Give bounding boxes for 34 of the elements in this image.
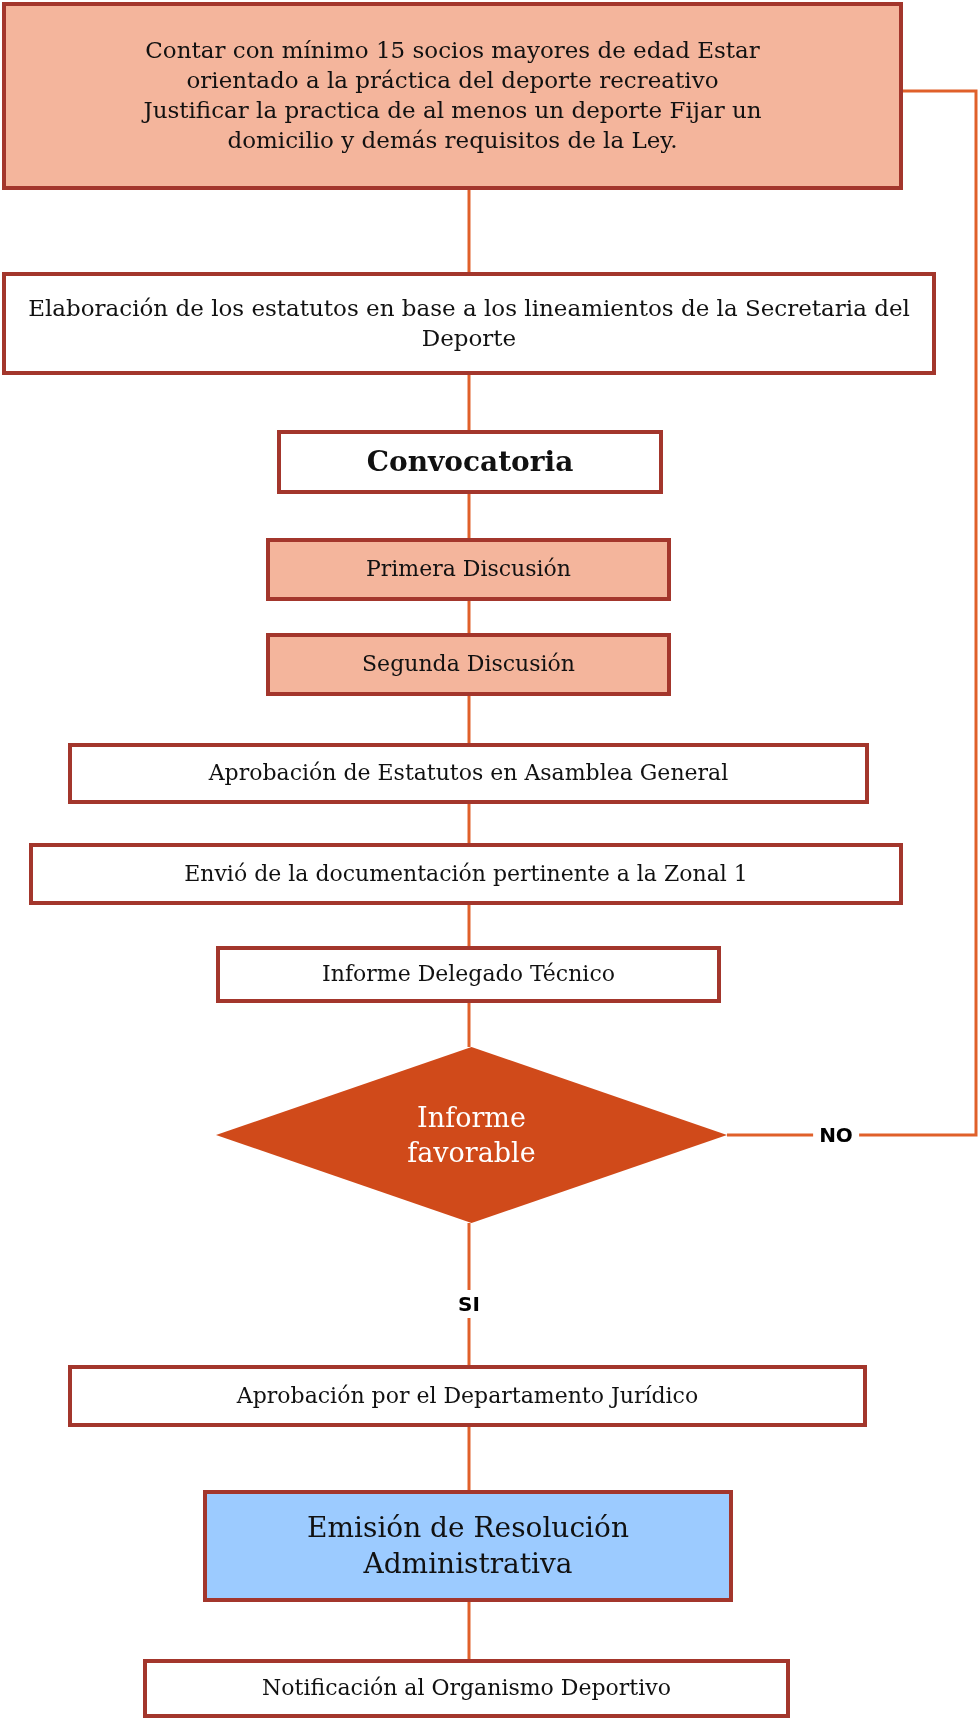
connector-line (467, 1427, 471, 1490)
step-text: Elaboración de los estatutos en base a los lineamientos de la Secretaria del Deporte (27, 293, 911, 353)
step-text: Contar con mínimo 15 socios mayores de edad Estar orientado a la práctica del deporte recreativo Justificar la practica de al menos un deporte Fijar un domicilio y demás requisitos de la Ley. (140, 36, 763, 155)
connector-line (467, 190, 471, 272)
connector-line (467, 494, 471, 538)
process-box (266, 538, 671, 601)
step-text: Primera Discusión (365, 555, 572, 584)
step-text: Aprobación de Estatutos en Asamblea General (208, 759, 729, 788)
process-box (277, 430, 663, 494)
step-text: Convocatoria (366, 443, 574, 480)
step-text: Informe Delegado Técnico (322, 960, 615, 989)
process-box (29, 843, 903, 905)
connector-line (467, 905, 471, 946)
step-text: Notificación al Organismo Deportivo (262, 1674, 671, 1703)
connector-line (467, 601, 471, 633)
step-text: Segunda Discusión (362, 650, 575, 679)
connector-line (467, 375, 471, 430)
connector-line (727, 89, 978, 1137)
connector-line (467, 1602, 471, 1659)
connector-line (467, 696, 471, 743)
decision-label: Informe favorable (406, 1100, 537, 1170)
process-box (2, 272, 936, 375)
connector-line (467, 1003, 471, 1047)
process-box (143, 1659, 790, 1718)
connector-line (467, 804, 471, 843)
process-box (216, 946, 721, 1003)
process-box (68, 743, 869, 804)
process-box (203, 1490, 733, 1602)
step-text: Aprobación por el Departamento Jurídico (236, 1381, 699, 1410)
step-text: Emisión de Resolución Administrativa (306, 1509, 630, 1582)
step-text: Envió de la documentación pertinente a la Zonal 1 (184, 859, 748, 888)
process-box (266, 633, 671, 696)
process-box (2, 2, 903, 190)
process-box (68, 1365, 867, 1427)
